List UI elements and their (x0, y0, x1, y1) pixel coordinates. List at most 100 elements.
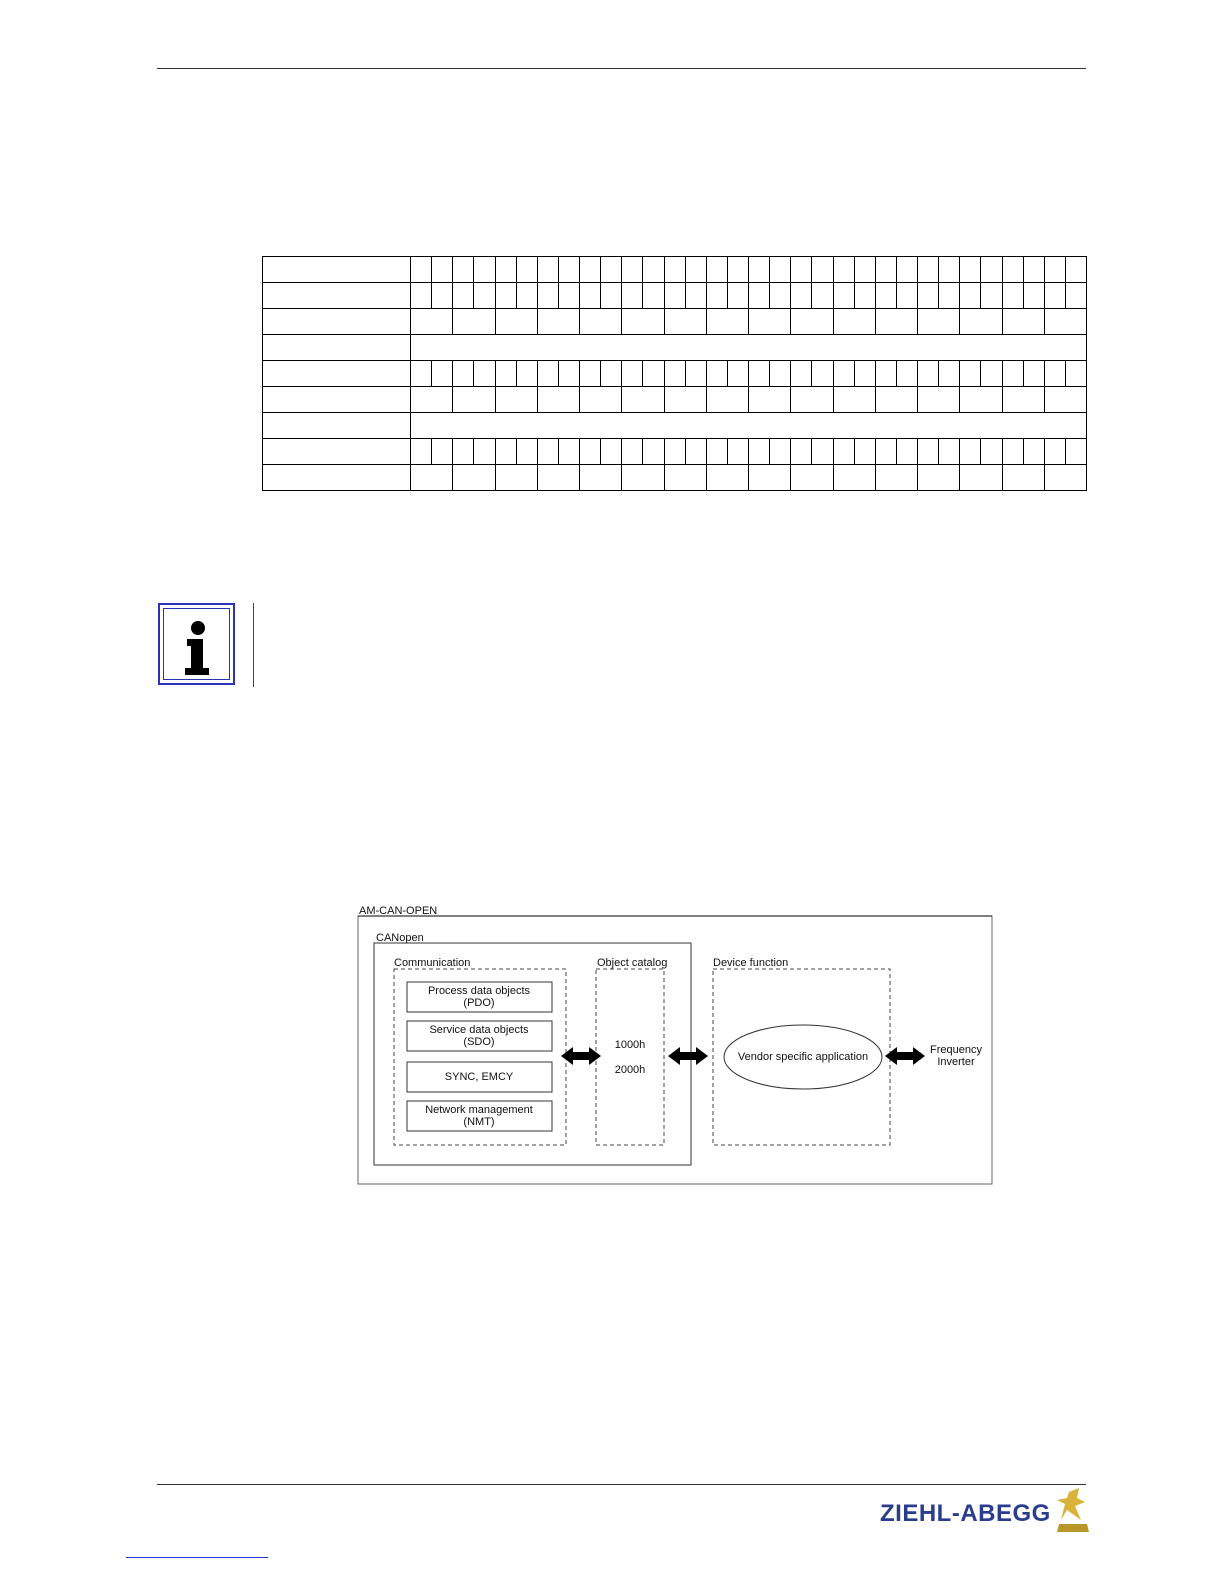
device-function-label: Device function (713, 957, 788, 969)
table-cell (705, 308, 750, 335)
table-cell (557, 360, 581, 387)
table-cell (621, 360, 644, 387)
table-cell (494, 438, 517, 465)
vendor-application-label: Vendor specific application (738, 1051, 868, 1063)
table-cell (452, 360, 475, 387)
table-cell (642, 256, 665, 283)
table-cell (600, 256, 623, 283)
nmt-label: Network management (425, 1104, 533, 1116)
table-cell (769, 360, 792, 387)
row-header-cell (262, 308, 411, 335)
table-cell (431, 256, 454, 283)
row-header-cell (262, 282, 411, 309)
table-cell (663, 464, 707, 491)
table-cell (578, 464, 623, 491)
table-cell (663, 282, 686, 309)
arrow-device-inverter (885, 1047, 925, 1065)
table-cell (938, 256, 961, 283)
table-cell (959, 464, 1003, 491)
table-cell (473, 438, 496, 465)
frequency-inverter-sublabel: Inverter (937, 1056, 975, 1068)
table-cell (874, 386, 919, 413)
table-cell (747, 256, 771, 283)
table-cell (578, 438, 602, 465)
table-cell (578, 360, 602, 387)
table-cell (536, 360, 559, 387)
table-cell (726, 360, 750, 387)
table-cell (747, 464, 792, 491)
table-cell (853, 438, 876, 465)
object-catalog-frame (595, 968, 665, 1146)
table-cell (410, 334, 1087, 361)
table-cell (536, 256, 559, 283)
table-cell (980, 438, 1003, 465)
ziehl-abegg-logo: ZIEHL-ABEGG (880, 1488, 1090, 1532)
table-cell (536, 386, 581, 413)
table-cell (705, 438, 728, 465)
table-cell (1001, 438, 1024, 465)
row-header-cell (262, 334, 411, 361)
table-cell (621, 438, 644, 465)
table-cell (1001, 256, 1024, 283)
table-row (262, 412, 1087, 439)
table-cell (769, 438, 792, 465)
table-cell (1064, 360, 1088, 387)
table-cell (600, 282, 623, 309)
table-row (262, 256, 1088, 283)
nmt-sublabel: (NMT) (463, 1116, 494, 1128)
table-cell (621, 464, 665, 491)
canopen-architecture-diagram: AM-CAN-OPEN CANopen Communication Proces… (357, 905, 993, 1185)
table-cell (811, 360, 834, 387)
footer-link-underline[interactable] (126, 1557, 268, 1558)
table-cell (473, 360, 496, 387)
table-cell (938, 438, 961, 465)
table-cell (410, 412, 1087, 439)
table-cell (536, 308, 581, 335)
table-cell (726, 256, 750, 283)
table-cell (832, 438, 855, 465)
table-cell (536, 464, 581, 491)
arrow-communication-catalog (561, 1047, 601, 1065)
table-cell (705, 386, 750, 413)
table-cell (1043, 438, 1066, 465)
sdo-label: Service data objects (429, 1024, 529, 1036)
table-cell (959, 282, 982, 309)
table-cell (895, 438, 919, 465)
table-cell (452, 438, 475, 465)
table-cell (494, 360, 517, 387)
table-cell (494, 282, 517, 309)
table-cell (790, 464, 834, 491)
catalog-entry-2000h: 2000h (615, 1064, 646, 1076)
table-cell (938, 360, 961, 387)
table-cell (557, 256, 581, 283)
table-cell (600, 360, 623, 387)
table-cell (578, 386, 623, 413)
table-row (262, 438, 1088, 465)
table-cell (621, 386, 665, 413)
table-cell (621, 282, 644, 309)
table-cell (515, 256, 538, 283)
table-cell (536, 282, 559, 309)
table-cell (663, 360, 686, 387)
table-cell (916, 360, 940, 387)
table-cell (642, 360, 665, 387)
table-cell (515, 360, 538, 387)
sync-emcy-label: SYNC, EMCY (445, 1071, 514, 1083)
table-cell (790, 360, 813, 387)
table-cell (431, 282, 454, 309)
table-cell (959, 308, 1003, 335)
table-cell (578, 308, 623, 335)
sdo-sublabel: (SDO) (463, 1036, 494, 1048)
table-cell (916, 256, 940, 283)
table-cell (663, 308, 707, 335)
am-can-open-label: AM-CAN-OPEN (359, 905, 437, 917)
table-cell (853, 282, 876, 309)
table-cell (916, 464, 961, 491)
table-cell (642, 438, 665, 465)
table-row (262, 386, 1088, 413)
table-cell (874, 360, 897, 387)
table-cell (452, 256, 475, 283)
row-header-cell (262, 438, 411, 465)
table-cell (578, 282, 602, 309)
table-cell (684, 256, 707, 283)
